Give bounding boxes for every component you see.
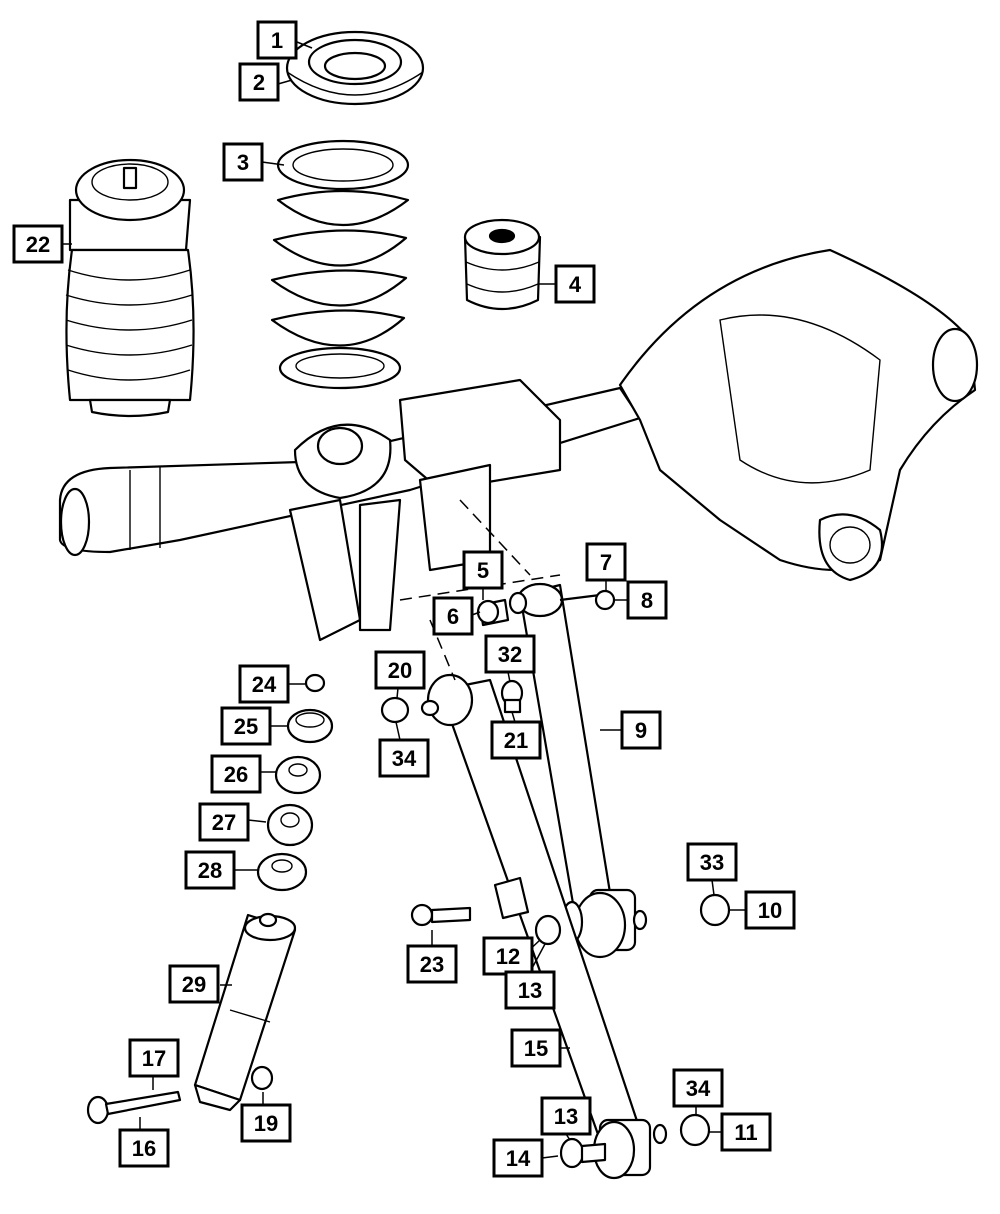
svg-text:34: 34 [686, 1076, 711, 1101]
svg-text:21: 21 [504, 728, 528, 753]
callout-14: 14 [492, 1138, 544, 1178]
svg-text:4: 4 [569, 272, 582, 297]
callout-12: 12 [482, 936, 534, 976]
svg-text:16: 16 [132, 1136, 156, 1161]
callout-33: 33 [686, 842, 738, 882]
shock-absorber-part [193, 912, 297, 1112]
svg-text:32: 32 [498, 642, 522, 667]
svg-text:25: 25 [234, 714, 258, 739]
svg-text:3: 3 [237, 150, 249, 175]
svg-text:6: 6 [447, 604, 459, 629]
svg-text:33: 33 [700, 850, 724, 875]
callout-34-upper: 34 [378, 738, 430, 778]
callout-20: 20 [374, 650, 426, 690]
svg-text:27: 27 [212, 810, 236, 835]
svg-text:23: 23 [420, 952, 444, 977]
callout-28: 28 [184, 850, 236, 890]
svg-text:34: 34 [392, 746, 417, 771]
svg-text:13: 13 [554, 1104, 578, 1129]
callout-26: 26 [210, 754, 262, 794]
callout-1: 1 [256, 20, 298, 60]
svg-text:10: 10 [758, 898, 782, 923]
callout-11: 11 [720, 1112, 772, 1152]
svg-text:2: 2 [253, 70, 265, 95]
svg-text:24: 24 [252, 672, 277, 697]
callout-2: 2 [238, 62, 280, 102]
svg-text:14: 14 [506, 1146, 531, 1171]
callout-16: 16 [118, 1128, 170, 1168]
fastener-hardware-part [86, 589, 731, 1169]
callout-6: 6 [432, 596, 474, 636]
rear-axle-housing-part [58, 248, 979, 642]
callout-5: 5 [462, 550, 504, 590]
svg-text:20: 20 [388, 658, 412, 683]
callout-19: 19 [240, 1103, 292, 1143]
callout-4: 4 [554, 264, 596, 304]
callout-8: 8 [626, 580, 668, 620]
spring-isolator-part [285, 30, 425, 106]
callout-7: 7 [585, 542, 627, 582]
callout-25: 25 [220, 706, 272, 746]
callout-23: 23 [406, 944, 458, 984]
callout-21: 21 [490, 720, 542, 760]
svg-text:1: 1 [271, 28, 283, 53]
callout-3: 3 [222, 142, 264, 182]
svg-text:28: 28 [198, 858, 222, 883]
upper-control-arm-part [516, 582, 637, 959]
svg-text:8: 8 [641, 588, 653, 613]
svg-text:9: 9 [635, 718, 647, 743]
callout-13-lower: 13 [540, 1096, 592, 1136]
svg-text:26: 26 [224, 762, 248, 787]
svg-text:15: 15 [524, 1036, 548, 1061]
jounce-bumper-part [463, 218, 542, 310]
callout-24: 24 [238, 664, 290, 704]
shock-mount-stack-part [256, 673, 334, 892]
callout-27: 27 [198, 802, 250, 842]
svg-text:5: 5 [477, 558, 489, 583]
lower-control-arm-part [426, 673, 668, 1180]
callout-15: 15 [510, 1028, 562, 1068]
svg-text:19: 19 [254, 1111, 278, 1136]
svg-text:11: 11 [734, 1120, 757, 1145]
svg-text:22: 22 [26, 232, 50, 257]
callout-9: 9 [620, 710, 662, 750]
svg-text:29: 29 [182, 972, 206, 997]
callout-17: 17 [128, 1038, 180, 1078]
svg-text:17: 17 [142, 1046, 166, 1071]
svg-text:12: 12 [496, 944, 520, 969]
callout-34-lower: 34 [672, 1068, 724, 1108]
air-spring-part [65, 158, 195, 418]
svg-text:7: 7 [600, 550, 612, 575]
callout-32: 32 [484, 634, 536, 674]
coil-spring-part [270, 139, 410, 390]
callout-22: 22 [12, 224, 64, 264]
callout-29: 29 [168, 964, 220, 1004]
callout-10: 10 [744, 890, 796, 930]
svg-text:13: 13 [518, 978, 542, 1003]
callout-13-upper: 13 [504, 970, 556, 1010]
